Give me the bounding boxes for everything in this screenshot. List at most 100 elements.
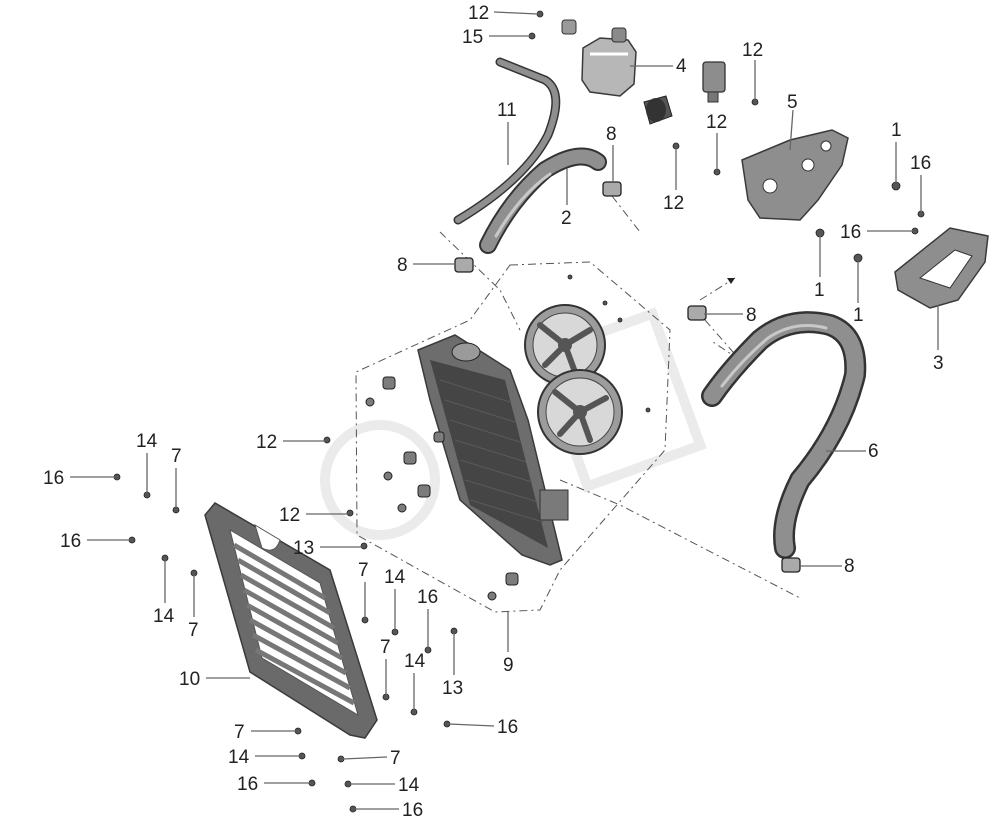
callout-number: 11 — [497, 100, 517, 121]
callout-c1c: 1 — [853, 260, 864, 326]
callout-c14b: 14 — [384, 567, 406, 630]
callout-number: 7 — [358, 560, 369, 581]
callout-number: 14 — [398, 775, 420, 796]
rubber-mounts — [365, 376, 519, 601]
callout-c5: 5 — [787, 92, 798, 151]
callout-c12f: 12 — [279, 505, 348, 526]
callout-c8c: 8 — [704, 305, 757, 326]
callout-number: 12 — [256, 432, 277, 453]
callout-number: 13 — [293, 538, 314, 559]
callout-c6: 6 — [826, 441, 879, 462]
callout-number: 7 — [171, 446, 182, 467]
callout-number: 16 — [237, 774, 258, 795]
radiator-assembly-outline — [355, 261, 671, 613]
callout-c8a: 8 — [606, 124, 617, 182]
fan-lower — [537, 369, 623, 455]
callout-number: 16 — [497, 717, 518, 738]
callout-number: 9 — [503, 655, 514, 676]
callout-number: 10 — [179, 669, 200, 690]
callout-c7f: 7 — [342, 748, 401, 769]
callout-number: 14 — [384, 567, 406, 588]
hose-11 — [453, 57, 561, 225]
callout-c14f: 14 — [350, 775, 420, 796]
callout-c7c: 7 — [188, 575, 199, 641]
callout-leader-line — [342, 756, 388, 760]
callout-number: 14 — [153, 606, 175, 627]
callout-number: 16 — [60, 531, 81, 552]
callout-number: 2 — [561, 208, 572, 229]
callout-c3: 3 — [933, 305, 944, 374]
callout-number: 13 — [442, 678, 463, 699]
callout-number: 8 — [746, 305, 757, 326]
callout-c16b: 16 — [840, 222, 913, 243]
cooling-fans — [524, 304, 623, 455]
callout-number: 16 — [840, 222, 861, 243]
callout-number: 4 — [676, 56, 687, 77]
callout-leader-line — [789, 109, 794, 151]
callout-number: 12 — [742, 40, 763, 61]
expansion-tank — [561, 19, 637, 97]
callout-c16c: 16 — [43, 468, 115, 489]
callout-number: 12 — [706, 112, 727, 133]
callout-c10: 10 — [179, 669, 250, 690]
callout-c7b: 7 — [358, 560, 369, 618]
callout-number: 7 — [380, 637, 391, 658]
fan-upper — [524, 304, 606, 386]
tank-cap — [561, 19, 577, 35]
callout-c16d: 16 — [60, 531, 130, 552]
callout-c1a: 1 — [891, 120, 902, 183]
callout-c13a: 13 — [293, 538, 362, 559]
callout-c16e: 16 — [417, 587, 438, 648]
callout-c12b: 12 — [742, 40, 763, 100]
hose-coupling — [643, 95, 673, 125]
arrow-head — [727, 278, 735, 284]
callout-number: 15 — [462, 27, 483, 48]
callout-number: 1 — [853, 305, 864, 326]
callout-leader-line — [448, 723, 495, 727]
callout-number: 6 — [868, 441, 879, 462]
callout-number: 1 — [891, 120, 902, 141]
radiator-guard — [204, 502, 378, 739]
callout-c1b: 1 — [814, 235, 825, 301]
callout-c7d: 7 — [380, 637, 391, 695]
hose-clamps — [454, 181, 801, 573]
callout-c16f: 16 — [448, 717, 518, 738]
callout-number: 16 — [402, 800, 423, 821]
callout-number: 14 — [136, 431, 158, 452]
callout-c14e: 14 — [228, 747, 300, 768]
radiator — [417, 334, 569, 566]
hose-6 — [701, 311, 867, 559]
callout-number: 12 — [468, 3, 489, 24]
callout-number: 8 — [844, 556, 855, 577]
callout-c9: 9 — [503, 612, 514, 676]
routing-lines — [439, 195, 801, 599]
callout-c11: 11 — [497, 100, 517, 165]
callout-number: 16 — [43, 468, 64, 489]
callout-number: 7 — [188, 620, 199, 641]
callout-c13b: 13 — [442, 633, 463, 699]
callout-c8d: 8 — [800, 556, 855, 577]
bracket-5 — [741, 129, 849, 221]
callout-c12e: 12 — [256, 432, 325, 453]
hose-2 — [479, 147, 607, 254]
callout-c16h: 16 — [355, 800, 423, 821]
callout-c16a: 16 — [910, 153, 931, 212]
callout-c2: 2 — [561, 168, 572, 229]
callout-c14a: 14 — [136, 431, 158, 493]
callout-number: 14 — [228, 747, 250, 768]
callout-c8b: 8 — [397, 255, 456, 276]
callout-c14c: 14 — [153, 560, 175, 627]
callout-number: 1 — [814, 280, 825, 301]
bracket-3 — [894, 227, 989, 309]
callout-number: 16 — [910, 153, 931, 174]
callout-number: 8 — [397, 255, 408, 276]
callout-c12c: 12 — [706, 112, 727, 170]
callout-number: 3 — [933, 353, 944, 374]
callout-c16g: 16 — [237, 774, 310, 795]
callout-c14d: 14 — [404, 651, 426, 710]
callout-number: 8 — [606, 124, 617, 145]
callout-c7a: 7 — [171, 446, 182, 508]
